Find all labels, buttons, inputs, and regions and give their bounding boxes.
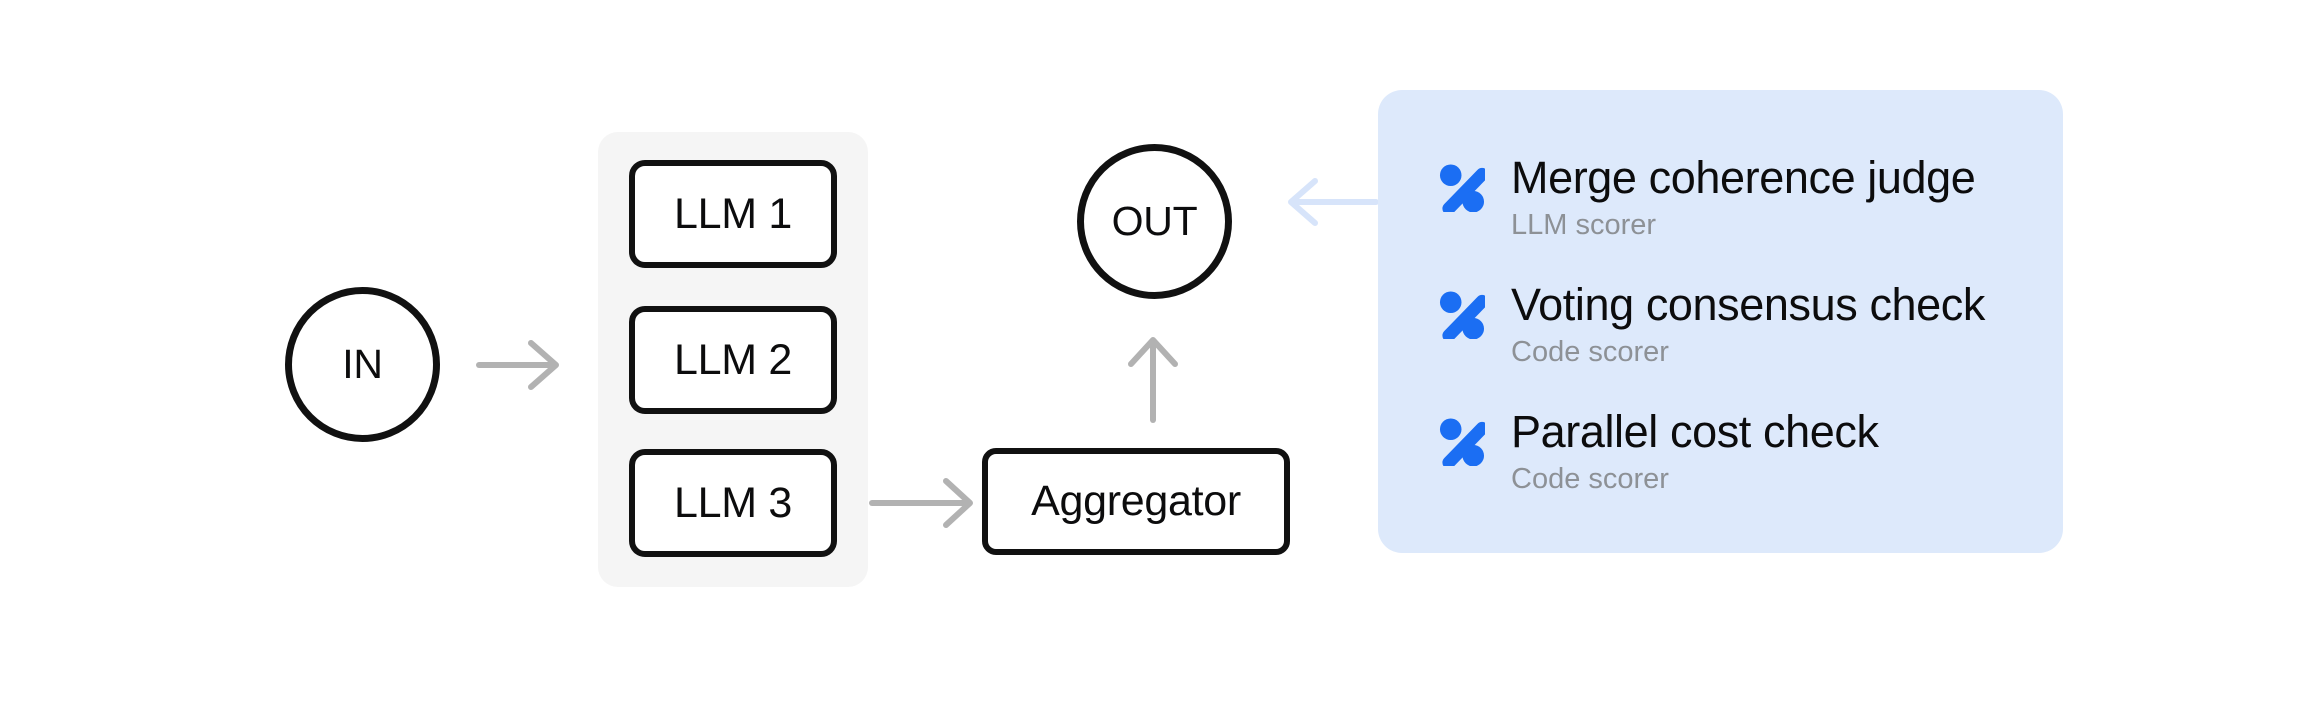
arrow-llm3-to-aggregator bbox=[869, 478, 973, 528]
arrow-scorers-to-out bbox=[1288, 178, 1379, 226]
output-node: OUT bbox=[1077, 144, 1232, 299]
llm-1-node: LLM 1 bbox=[629, 160, 837, 268]
scorer-title: Parallel cost check bbox=[1511, 406, 1879, 457]
llm-1-label: LLM 1 bbox=[673, 189, 792, 238]
input-node: IN bbox=[285, 287, 440, 442]
percent-scorer-icon bbox=[1438, 289, 1489, 342]
arrow-aggregator-to-out bbox=[1128, 337, 1178, 423]
llm-2-node: LLM 2 bbox=[629, 306, 837, 414]
percent-scorer-icon bbox=[1438, 416, 1489, 469]
scorer-subtitle: Code scorer bbox=[1511, 336, 1669, 368]
llm-2-label: LLM 2 bbox=[673, 335, 792, 384]
aggregator-node: Aggregator bbox=[982, 448, 1290, 555]
scorer-subtitle: LLM scorer bbox=[1511, 209, 1657, 241]
scorer-item: Merge coherence judge LLM scorer bbox=[1438, 152, 2033, 242]
scorer-title: Voting consensus check bbox=[1511, 279, 1986, 330]
llm-parallel-group: LLM 1 LLM 2 LLM 3 bbox=[598, 132, 868, 587]
llm-3-label: LLM 3 bbox=[673, 478, 792, 527]
llm-3-node: LLM 3 bbox=[629, 449, 837, 557]
input-node-label: IN bbox=[342, 341, 383, 387]
scorer-item: Parallel cost check Code scorer bbox=[1438, 406, 2033, 496]
scorer-item: Voting consensus check Code scorer bbox=[1438, 279, 2033, 369]
scorer-texts: Parallel cost check Code scorer bbox=[1511, 406, 1879, 496]
scorer-texts: Voting consensus check Code scorer bbox=[1511, 279, 1985, 369]
output-node-label: OUT bbox=[1111, 198, 1198, 244]
scorers-panel: Merge coherence judge LLM scorer Voting … bbox=[1378, 90, 2063, 553]
percent-scorer-icon bbox=[1438, 162, 1489, 215]
scorer-texts: Merge coherence judge LLM scorer bbox=[1511, 152, 1976, 242]
aggregator-label: Aggregator bbox=[1031, 477, 1241, 525]
scorer-title: Merge coherence judge bbox=[1511, 152, 1976, 203]
scorer-subtitle: Code scorer bbox=[1511, 463, 1669, 495]
arrow-in-to-llm-group bbox=[476, 340, 559, 390]
